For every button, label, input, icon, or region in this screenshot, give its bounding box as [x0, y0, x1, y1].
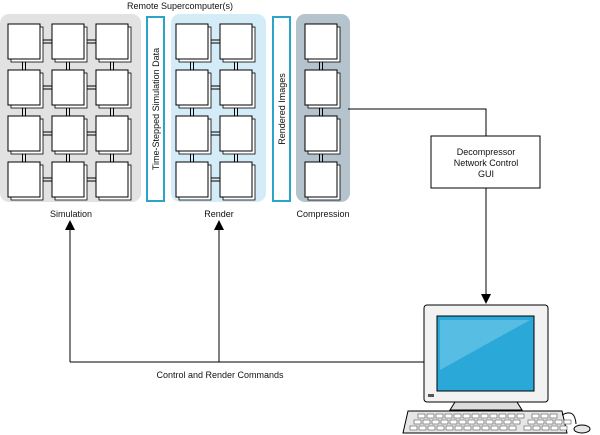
- keyboard-key: [549, 413, 558, 419]
- simulation-node: [95, 161, 132, 201]
- client-box-line-1: Decompressor: [457, 147, 516, 157]
- keyboard-key: [485, 419, 494, 425]
- simulation-node: [51, 161, 88, 201]
- keyboard-key: [512, 419, 521, 425]
- keyboard-key: [435, 413, 444, 419]
- compression-label: Compression: [296, 209, 349, 219]
- keyboard-key: [476, 419, 485, 425]
- keyboard-key: [494, 419, 503, 425]
- keyboard-key: [471, 413, 480, 419]
- keyboard-key: [498, 413, 507, 419]
- simulation-node: [7, 115, 44, 155]
- keyboard-key: [458, 419, 467, 425]
- render-node: [175, 69, 212, 109]
- client-box-line-3: GUI: [478, 169, 494, 179]
- keyboard-key: [426, 413, 435, 419]
- render-node: [219, 115, 256, 155]
- simulation-panel: [0, 14, 141, 202]
- keyboard-key: [454, 425, 463, 431]
- simulation-node: [51, 23, 88, 63]
- keyboard-key: [516, 413, 525, 419]
- render-label: Render: [204, 209, 234, 219]
- simulation-node: [7, 23, 44, 63]
- keyboard-key: [508, 425, 517, 431]
- keyboard-key: [467, 419, 476, 425]
- keyboard-key: [418, 425, 427, 431]
- simulation-node: [95, 23, 132, 63]
- simulation-node: [7, 161, 44, 201]
- keyboard-key: [523, 425, 532, 431]
- keyboard-key: [480, 413, 489, 419]
- compress-to-client-line: [348, 108, 487, 136]
- keyboard-key: [463, 425, 472, 431]
- keyboard-key: [453, 413, 462, 419]
- keyboard-key: [499, 425, 508, 431]
- simulation-node: [51, 69, 88, 109]
- render-node: [219, 23, 256, 63]
- render-node: [219, 69, 256, 109]
- simulation-label: Simulation: [50, 209, 92, 219]
- compression-node: [304, 115, 341, 155]
- keyboard-key: [472, 425, 481, 431]
- keyboard-key: [490, 425, 499, 431]
- keyboard-key: [540, 413, 549, 419]
- keyboard-key: [559, 425, 568, 431]
- compression-node: [304, 23, 341, 63]
- keyboard-key: [436, 425, 445, 431]
- compression-panel: [296, 14, 350, 202]
- keyboard-key: [527, 419, 536, 425]
- keyboard-key: [440, 419, 449, 425]
- simulation-node: [51, 115, 88, 155]
- simulation-node: [95, 69, 132, 109]
- keyboard-icon: [402, 410, 572, 434]
- keyboard-key: [462, 413, 471, 419]
- keyboard-key: [409, 425, 418, 431]
- compression-node: [304, 161, 341, 201]
- keyboard-key: [532, 425, 541, 431]
- keyboard-key: [417, 413, 426, 419]
- sim-to-render-label: Time-Stepped Simulation Data: [151, 48, 161, 170]
- mouse-icon: [561, 412, 591, 434]
- keyboard-key: [531, 413, 540, 419]
- keyboard-key: [431, 419, 440, 425]
- keyboard-key: [413, 419, 422, 425]
- keyboard-key: [422, 419, 431, 425]
- keyboard-key: [536, 419, 545, 425]
- render-panel: [171, 14, 266, 202]
- client-box: Decompressor Network Control GUI: [430, 135, 541, 189]
- keyboard-key: [444, 413, 453, 419]
- keyboard-key: [563, 419, 572, 425]
- render-node: [219, 161, 256, 201]
- keyboard-key: [449, 419, 458, 425]
- render-node: [175, 161, 212, 201]
- diagram-title: Remote Supercomputer(s): [127, 1, 233, 11]
- client-box-line-2: Network Control: [454, 158, 519, 168]
- render-node: [175, 23, 212, 63]
- keyboard-key: [507, 413, 516, 419]
- control-label: Control and Render Commands: [156, 370, 284, 380]
- keyboard-key: [481, 425, 490, 431]
- keyboard-key: [445, 425, 454, 431]
- keyboard-key: [541, 425, 550, 431]
- compression-node: [304, 69, 341, 109]
- render-to-compress-link: Rendered Images: [272, 16, 291, 202]
- keyboard-key: [550, 425, 559, 431]
- render-to-compress-label: Rendered Images: [277, 73, 287, 145]
- sim-to-render-link: Time-Stepped Simulation Data: [146, 16, 165, 202]
- keyboard-key: [489, 413, 498, 419]
- simulation-node: [95, 115, 132, 155]
- render-node: [175, 115, 212, 155]
- keyboard-key: [503, 419, 512, 425]
- keyboard-key: [554, 419, 563, 425]
- keyboard-key: [545, 419, 554, 425]
- monitor-icon: [423, 304, 549, 411]
- keyboard-key: [427, 425, 436, 431]
- simulation-node: [7, 69, 44, 109]
